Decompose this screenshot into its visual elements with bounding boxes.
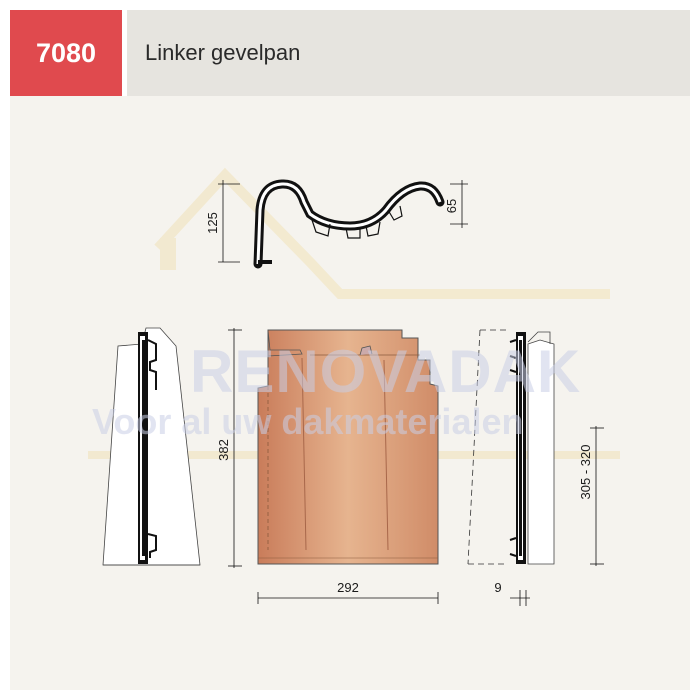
dimension-tile-length: 382 [216,328,242,568]
dim-label-382: 382 [216,439,231,461]
dimension-wave-height: 65 [444,180,468,228]
product-code: 7080 [10,10,122,96]
tile-right-side-view [467,329,555,565]
watermark-brand: RENOVADAK [190,338,581,405]
watermark: RENOVADAK Voor al uw dakmaterialen [92,338,581,442]
product-sheet: 7080 Linker gevelpan [10,10,690,690]
header: 7080 Linker gevelpan [10,10,690,96]
watermark-tagline: Voor al uw dakmaterialen [92,401,523,442]
dim-label-292: 292 [337,580,359,595]
dim-label-125: 125 [205,212,220,234]
tile-profile-view [253,179,445,269]
tile-top-view [257,329,439,565]
dimension-tile-width: 292 [257,580,439,604]
product-title: Linker gevelpan [127,10,690,96]
header-divider [122,10,127,96]
tile-left-side-view [102,327,201,566]
dim-label-65: 65 [444,199,459,213]
technical-drawing: 125 65 382 [88,167,620,606]
dimension-side-offset: 9 [494,580,530,606]
dimension-profile-height: 125 [205,180,240,263]
dim-label-9: 9 [494,580,501,595]
dimension-batten-spacing: 305 - 320 [578,426,604,566]
dim-label-305-320: 305 - 320 [578,445,593,500]
